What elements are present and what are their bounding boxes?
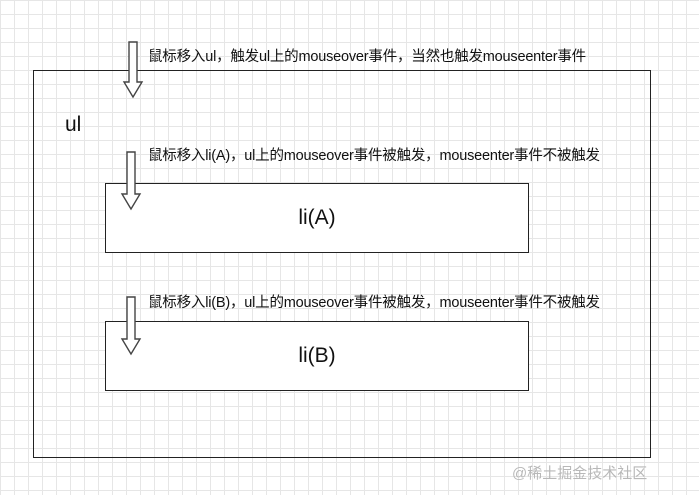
watermark: @稀土掘金技术社区 <box>512 465 648 482</box>
annotation-li-a: 鼠标移入li(A)，ul上的mouseover事件被触发，mouseenter事… <box>148 148 600 164</box>
li-a-box: li(A) <box>105 183 529 253</box>
li-b-box-label: li(B) <box>298 344 336 367</box>
arrow-down-icon <box>122 41 144 99</box>
li-a-box-label: li(A) <box>298 206 336 229</box>
arrow-down-icon <box>120 296 142 356</box>
annotation-li-b: 鼠标移入li(B)，ul上的mouseover事件被触发，mouseenter事… <box>148 295 600 311</box>
arrow-down-icon <box>120 151 142 211</box>
ul-container-box <box>33 70 651 458</box>
li-b-box: li(B) <box>105 321 529 391</box>
ul-box-label: ul <box>65 113 82 136</box>
annotation-ul: 鼠标移入ul，触发ul上的mouseover事件，当然也触发mouseenter… <box>148 49 586 65</box>
